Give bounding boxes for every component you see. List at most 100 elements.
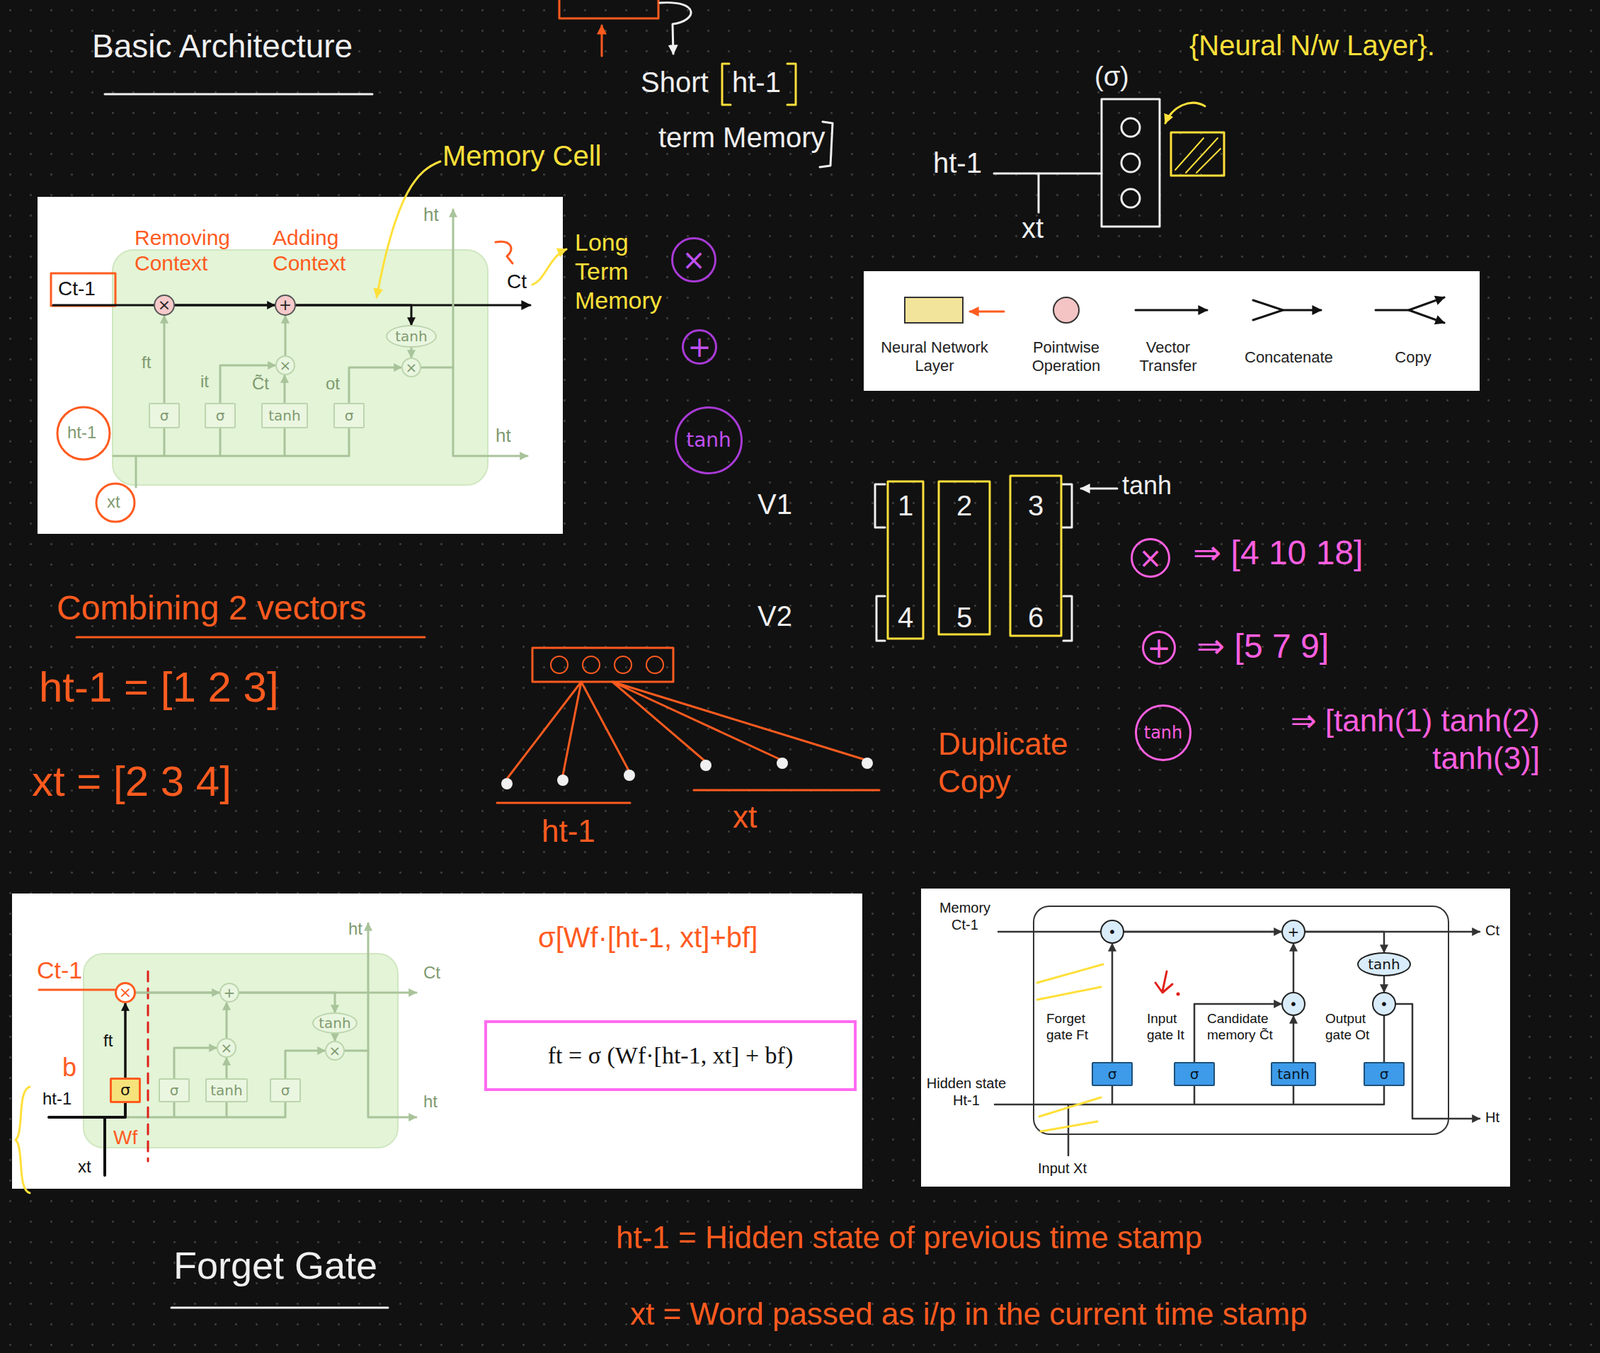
diagram-label: Ct <box>506 269 527 294</box>
pointwise-circle: + <box>681 329 718 365</box>
sketch-stroke <box>969 310 1004 313</box>
gate-box: σ <box>204 402 236 429</box>
diagram-label: ht <box>423 1091 438 1113</box>
node-text: × <box>118 984 132 1001</box>
diagram-label: ht <box>495 424 512 447</box>
diagram-label: Ct <box>423 962 441 984</box>
sketch-stroke <box>938 481 990 635</box>
handwritten-note: xt = Word passed as i/p in the current t… <box>630 1295 1308 1334</box>
sketch-stroke <box>1121 153 1140 173</box>
diagram-label: Forget gate Ft <box>1046 1010 1098 1044</box>
gate-box: σ <box>269 1078 301 1103</box>
node-text: σ <box>160 408 170 423</box>
signal-connector <box>410 347 413 358</box>
gate-box: σ <box>109 1077 141 1104</box>
sketch-stroke <box>496 790 880 803</box>
sketch-stroke <box>887 481 924 639</box>
sketch-stroke <box>76 636 425 639</box>
legend-text: Vector Transfer <box>1125 338 1211 376</box>
handwritten-note: Long Term Memory <box>574 227 674 315</box>
gate-box: tanh <box>261 402 308 429</box>
sketch-stroke <box>1121 189 1140 208</box>
legend-samples <box>969 297 1445 323</box>
node-text: × <box>220 1040 233 1055</box>
handwritten-note: ⇒ [tanh(1) tanh(2) tanh(3)] <box>1207 702 1540 778</box>
handwritten-note: Memory Cell <box>442 138 602 173</box>
handwritten-note: 6 <box>1010 600 1062 635</box>
node-text: σ <box>215 408 226 423</box>
pointwise-circle: × <box>671 237 717 283</box>
gate-box: tanh <box>1270 1061 1317 1087</box>
handwritten-note: 2 <box>938 488 990 523</box>
diagram-label: Hidden state Ht-1 <box>920 1074 1013 1109</box>
sketch-stroke <box>601 25 604 56</box>
node-text: × <box>405 360 418 375</box>
sketch-stroke <box>993 172 1102 175</box>
signal-connector <box>163 315 166 403</box>
diagram-label: Ct-1 <box>58 276 96 301</box>
sketch-stroke <box>376 161 441 298</box>
diagram-label: Input Xt <box>1037 1159 1087 1177</box>
handwritten-note: ht-1 = [1 2 3] <box>38 661 279 713</box>
signal-connector <box>1305 931 1385 953</box>
node-text: σ <box>169 1083 180 1098</box>
node-text: × <box>1138 543 1163 573</box>
sketch-stroke <box>38 989 115 992</box>
d2l-wires <box>171 931 1480 1308</box>
handwritten-note: b <box>62 1052 77 1083</box>
handwritten-note: ht-1 <box>541 812 596 851</box>
sketch-stroke <box>1253 300 1283 320</box>
pointwise-circle: × <box>275 355 296 376</box>
node-text: × <box>681 245 706 274</box>
sketch-stroke <box>550 656 568 674</box>
handwritten-note: 4 <box>887 600 924 635</box>
pointwise-circle: + <box>274 294 296 316</box>
sketch-stroke <box>1282 309 1322 312</box>
node-text: + <box>278 297 292 313</box>
node-text: × <box>157 297 171 313</box>
signal-connector <box>1111 943 1114 1062</box>
handwritten-note: term Memory <box>658 120 826 155</box>
sketch-stroke <box>998 930 1480 934</box>
pointwise-circle: • <box>1372 991 1397 1016</box>
sketch-stroke <box>1175 138 1221 173</box>
handwritten-note: Wf <box>113 1125 138 1150</box>
signal-connector <box>285 1050 325 1079</box>
top-annotations <box>50 0 1225 306</box>
node-text: σ <box>120 1082 131 1099</box>
sketch-stroke <box>113 428 350 488</box>
sketch-stroke <box>1170 132 1225 176</box>
pointwise-circle: • <box>1281 991 1306 1016</box>
legend-text: Pointwise Operation <box>1016 338 1116 376</box>
sketch-stroke <box>368 1050 417 1118</box>
signal-connector <box>284 315 287 356</box>
sketch-stroke <box>104 93 373 96</box>
handwritten-note: Removing Context <box>134 225 241 277</box>
sketch-stroke <box>532 249 567 285</box>
sketch-stroke <box>700 759 712 771</box>
signal-connector <box>123 1003 127 1078</box>
sketch-stroke <box>863 271 1480 391</box>
node-text: + <box>687 332 712 362</box>
handwritten-note: ht-1 = Hidden state of previous time sta… <box>615 1219 1203 1257</box>
node-text: • <box>1289 996 1298 1011</box>
handwritten-note: 5 <box>938 600 990 635</box>
diagram-label: ft <box>103 1030 113 1052</box>
signal-connector <box>174 1047 217 1079</box>
gate-box: σ <box>1091 1061 1133 1087</box>
node-text: σ <box>1379 1066 1390 1082</box>
tanh-oval: tanh <box>385 324 437 348</box>
gate-box: tanh <box>205 1078 248 1103</box>
diagram-label: ht <box>348 918 363 940</box>
gate-box: σ <box>1173 1061 1215 1087</box>
signal-connector <box>349 367 402 403</box>
sketch-stroke <box>1037 964 1104 1132</box>
sketch-stroke <box>659 2 691 54</box>
sketch-stroke <box>623 769 636 781</box>
signal-connector <box>220 365 276 403</box>
pointwise-circle: tanh <box>674 406 743 475</box>
sketch-stroke <box>37 196 563 534</box>
sketch-stroke <box>495 241 513 264</box>
handwritten-note: ⇒ [4 10 18] <box>1192 532 1363 574</box>
node-text: σ <box>1190 1066 1200 1082</box>
